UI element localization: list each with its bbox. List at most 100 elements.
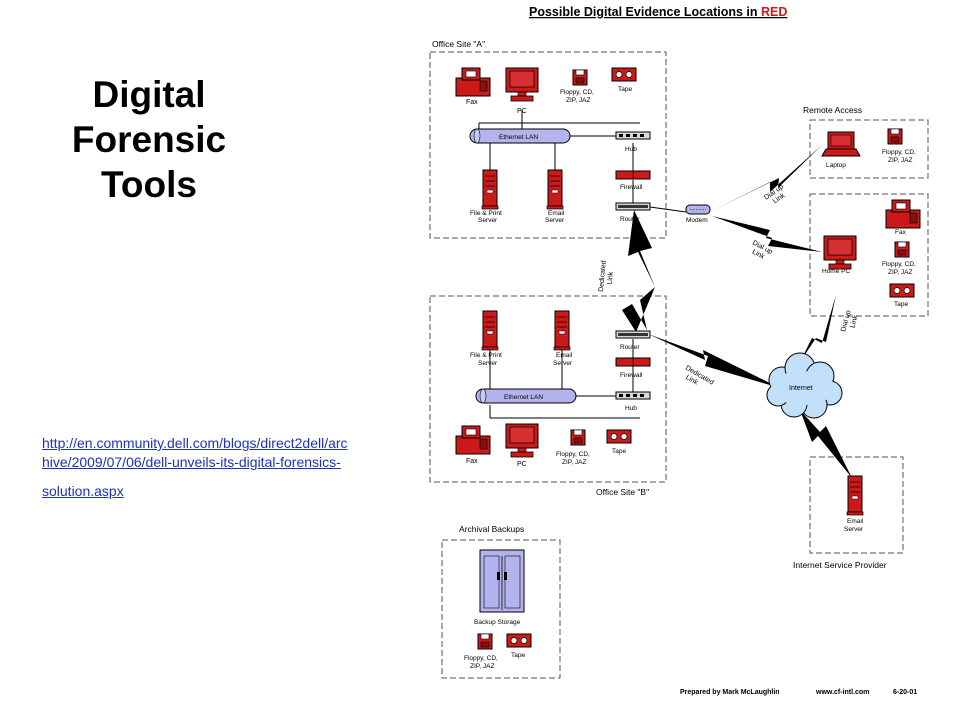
dial-up-link-label: Dial up Link (840, 310, 859, 333)
device-label: Backup Storage (474, 619, 521, 626)
source-link[interactable]: http://en.community.dell.com/blogs/direc… (42, 434, 394, 501)
device-label: Ethernet LAN (504, 394, 543, 401)
device-label: Tape (894, 301, 908, 308)
device-label: Tape (511, 652, 525, 659)
hub-icon (615, 391, 651, 400)
device-label: Tape (618, 86, 632, 93)
office-site-b-label: Office Site "B" (596, 487, 649, 497)
device-label: Hub (625, 146, 637, 153)
dedicated-link-label: Dedicated Link (598, 260, 615, 292)
device-label: ZIP, JAZ (888, 269, 912, 276)
server-icon (846, 475, 864, 516)
device-label: Server (478, 217, 498, 224)
hub-icon (615, 131, 651, 140)
device-label: PC (517, 108, 527, 115)
device-label: File & Print (470, 210, 502, 217)
footer-date: 6-20-01 (893, 689, 917, 696)
device-label: ZIP, JAZ (562, 459, 586, 466)
device-label: ZIP, JAZ (470, 663, 494, 670)
device-label: Floppy, CD, (464, 655, 498, 662)
firewall-icon (615, 170, 651, 180)
device-label: Fax (466, 458, 478, 465)
device-label: Modem (686, 217, 708, 224)
title-line: Forensic (71, 119, 227, 160)
fax-icon (885, 199, 921, 229)
device-label: Firewall (620, 184, 643, 191)
floppy-disk-icon (887, 128, 903, 145)
fax-icon (455, 67, 491, 97)
source-link-line[interactable]: hive/2009/07/06/dell-unveils-its-digital… (42, 454, 341, 470)
pc-icon (505, 423, 539, 458)
floppy-disk-icon (570, 429, 586, 446)
footer-website: www.cf-intl.com (815, 689, 869, 696)
slide-title: Digital Forensic Tools (20, 72, 278, 207)
device-label: Email (548, 210, 565, 217)
office-site-a-box (429, 51, 667, 239)
server-icon (481, 169, 499, 210)
device-label: Floppy, CD, (882, 261, 916, 268)
device-label: Server (553, 360, 573, 367)
dial-up-link-internet (800, 295, 836, 362)
title-line: Digital (92, 74, 206, 115)
source-link-line[interactable]: solution.aspx (42, 483, 124, 499)
svg-text:Dedicated: Dedicated (598, 260, 608, 292)
footer-prepared-by: Prepared by Mark McLaughlin (680, 689, 780, 696)
device-label: Fax (895, 229, 907, 236)
device-label: Tape (612, 448, 626, 455)
dedicated-link-bolt-b (622, 287, 655, 332)
source-link-line[interactable]: http://en.community.dell.com/blogs/direc… (42, 435, 348, 451)
server-icon (481, 310, 499, 351)
dedicated-link-bolt-a (628, 210, 655, 287)
remote-access-box-1 (809, 119, 929, 179)
diagram-header: Possible Digital Evidence Locations in R… (529, 5, 787, 19)
modem-icon (685, 204, 711, 215)
device-label: Floppy, CD, (882, 149, 916, 156)
dial-up-link-label: Dial up Link (763, 183, 787, 205)
tape-icon (506, 633, 532, 648)
device-label: Router (620, 216, 640, 223)
laptop-icon (821, 131, 861, 157)
isp-link-bolt (800, 410, 852, 478)
device-label: Home PC (822, 268, 850, 275)
tape-icon (611, 67, 637, 82)
title-line: Tools (101, 164, 197, 205)
tape-icon (606, 429, 632, 444)
device-label: Floppy, CD, (560, 89, 594, 96)
device-label: Internet (789, 385, 813, 392)
device-label: Server (545, 217, 565, 224)
tape-icon (889, 283, 915, 298)
isp-label: Internet Service Provider (793, 560, 887, 570)
server-icon (546, 169, 564, 210)
device-label: File & Print (470, 352, 502, 359)
svg-text:Link: Link (849, 314, 859, 329)
home-pc-icon (823, 235, 857, 270)
remote-access-label: Remote Access (803, 105, 862, 115)
floppy-disk-icon (477, 633, 493, 650)
office-site-b-box (429, 295, 667, 483)
router-icon (615, 202, 651, 211)
pc-icon (505, 67, 539, 102)
device-label: Email (847, 518, 864, 525)
device-label: Router (620, 344, 640, 351)
server-icon (553, 310, 571, 351)
device-label: Ethernet LAN (499, 134, 538, 141)
router-icon (615, 330, 651, 339)
dial-up-link-home (712, 216, 822, 252)
device-label: ZIP, JAZ (888, 157, 912, 164)
dedicated-link-internet (648, 334, 780, 388)
dial-up-link-laptop (710, 145, 822, 212)
device-label: Laptop (826, 162, 846, 169)
archival-backups-box (441, 539, 561, 679)
fax-icon (455, 425, 491, 455)
floppy-disk-icon (572, 69, 588, 86)
device-label: Floppy, CD, (556, 451, 590, 458)
dedicated-link-label: Dedicated Link (684, 365, 715, 387)
device-label: Server (478, 360, 498, 367)
device-label: Hub (625, 405, 637, 412)
device-label: Email (556, 352, 573, 359)
floppy-disk-icon (894, 241, 910, 258)
device-label: Firewall (620, 372, 643, 379)
device-label: PC (517, 461, 527, 468)
backup-storage-icon (479, 549, 525, 613)
